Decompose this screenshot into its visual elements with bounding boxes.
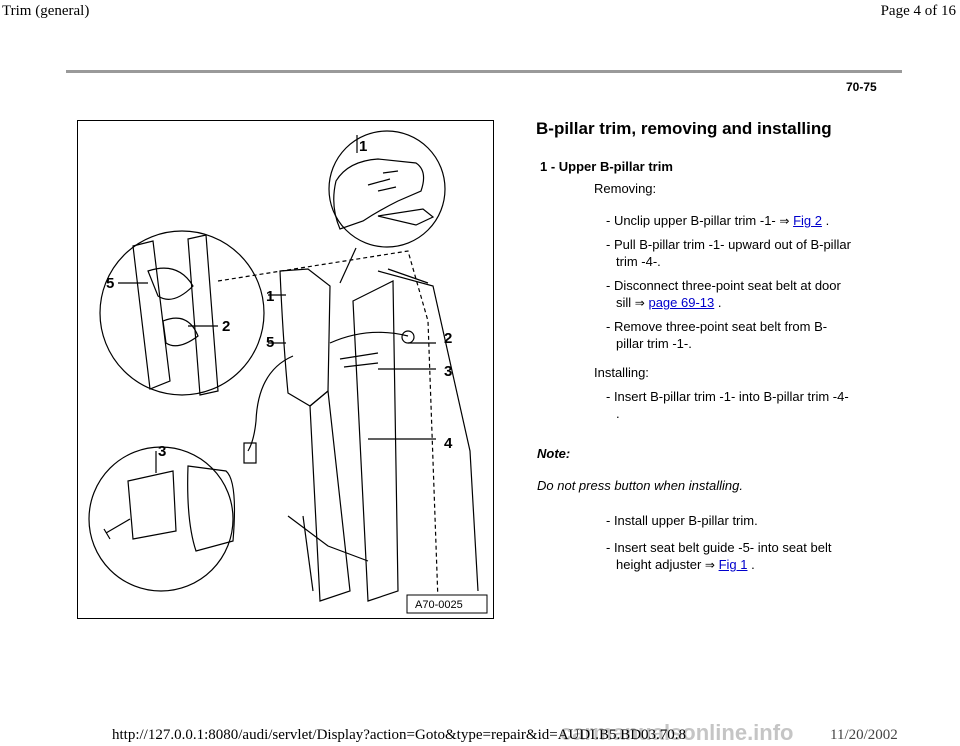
detail-circle-left xyxy=(99,230,265,396)
trim-panel-detail xyxy=(187,465,236,552)
step-install-upper: - Install upper B-pillar trim. xyxy=(606,513,758,528)
detail-circle-bottom xyxy=(88,446,234,592)
callout-1-main: 1 xyxy=(266,288,274,305)
footer-url[interactable]: http://127.0.0.1:8080/audi/servlet/Displ… xyxy=(112,727,687,743)
header-rule xyxy=(66,70,902,73)
item-heading: 1 - Upper B-pillar trim xyxy=(540,159,673,174)
installing-label: Installing: xyxy=(594,365,649,380)
note-label: Note: xyxy=(537,446,571,461)
note-text: Do not press button when installing. xyxy=(537,478,743,493)
link-fig-2[interactable]: Fig 2 xyxy=(793,213,822,228)
technical-illustration: 1 1 5 2 5 2 3 4 3 A70-0025 xyxy=(77,120,494,619)
step-disconnect: - Disconnect three-point seat belt at do… xyxy=(606,278,841,310)
adjuster-bracket xyxy=(127,470,177,540)
footer-date: 11/20/2002 xyxy=(830,727,898,743)
callout-2-main: 2 xyxy=(444,330,452,347)
section-title: B-pillar trim, removing and installing xyxy=(536,119,832,138)
arrow-icon: ⇒ xyxy=(779,214,790,228)
figure-id: A70-0025 xyxy=(415,599,463,611)
callout-5-main: 5 xyxy=(266,334,274,351)
seat-belt-guide xyxy=(339,352,379,368)
detail-circle-top xyxy=(328,130,446,248)
header-page-indicator: Page 4 of 16 xyxy=(880,3,956,19)
callout-5-detail: 5 xyxy=(106,275,114,292)
step-remove: - Remove three-point seat belt from B- p… xyxy=(606,319,828,351)
page-number: 70-75 xyxy=(846,80,877,94)
lower-b-pillar-trim xyxy=(309,389,351,602)
step-pull: - Pull B-pillar trim -1- upward out of B… xyxy=(606,237,851,269)
header-title: Trim (general) xyxy=(2,3,90,19)
pillar-body xyxy=(352,280,399,602)
callout-4-main: 4 xyxy=(444,435,453,452)
step-insert-guide: - Insert seat belt guide -5- into seat b… xyxy=(606,540,832,572)
arrow-icon: ⇒ xyxy=(704,558,715,572)
callout-3-main: 3 xyxy=(444,363,452,380)
removing-label: Removing: xyxy=(594,181,657,196)
pillar-section xyxy=(132,240,171,390)
watermark: carmanualsonline.info xyxy=(560,720,794,745)
figure-id-box xyxy=(406,594,488,614)
upper-b-pillar-trim xyxy=(279,268,331,407)
link-page-69-13[interactable]: page 69-13 xyxy=(648,295,715,310)
step-unclip: - Unclip upper B-pillar trim -1- ⇒ Fig 2… xyxy=(606,213,830,228)
step-insert-trim: - Insert B-pillar trim -1- into B-pillar… xyxy=(606,389,849,421)
callout-1-detail: 1 xyxy=(359,138,367,155)
callout-3-detail: 3 xyxy=(158,443,166,460)
arrow-icon: ⇒ xyxy=(634,296,645,310)
clip-tab xyxy=(377,208,435,226)
callout-2-detail: 2 xyxy=(222,318,230,335)
b-pillar-drawing: 1 1 5 2 5 2 3 4 3 A70-0025 xyxy=(88,130,488,614)
trim-clip-detail xyxy=(333,158,425,230)
link-fig-1[interactable]: Fig 1 xyxy=(718,557,748,572)
